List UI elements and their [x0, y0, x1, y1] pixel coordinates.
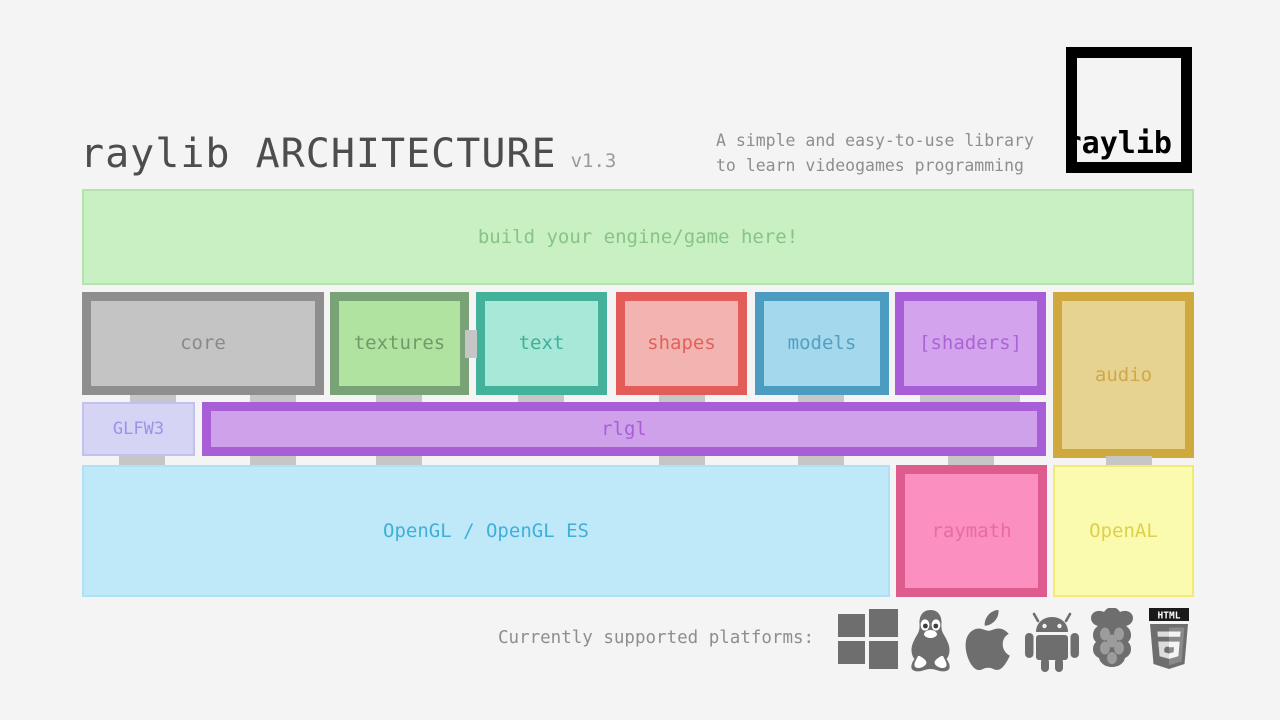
user-layer-label: build your engine/game here! — [477, 225, 799, 248]
android-icon — [1024, 608, 1080, 672]
page-title: raylib ARCHITECTURE v1.3 — [80, 131, 616, 177]
html5-icon: HTML — [1142, 608, 1196, 672]
module-opengl-label: OpenGL / OpenGL ES — [383, 519, 589, 542]
module-audio[interactable]: audio — [1053, 292, 1194, 458]
tagline-line-2: to learn videogames programming — [716, 156, 1024, 175]
user-layer-block: build your engine/game here! — [82, 189, 1194, 285]
module-opengl[interactable]: OpenGL / OpenGL ES — [82, 465, 890, 597]
module-rlgl[interactable]: rlgl — [202, 402, 1046, 456]
tagline: A simple and easy-to-use library to lear… — [716, 128, 1061, 178]
module-textures-label: textures — [353, 332, 446, 355]
connector-textures-text — [465, 330, 477, 358]
module-text[interactable]: text — [476, 292, 607, 395]
module-glfw3[interactable]: GLFW3 — [82, 402, 195, 456]
module-rlgl-label: rlgl — [601, 417, 647, 440]
module-glfw3-label: GLFW3 — [112, 418, 165, 439]
module-textures[interactable]: textures — [330, 292, 469, 395]
tagline-line-1: A simple and easy-to-use library — [716, 131, 1034, 150]
module-raymath-label: raymath — [931, 519, 1012, 542]
module-openal[interactable]: OpenAL — [1053, 465, 1194, 597]
module-shapes[interactable]: shapes — [616, 292, 747, 395]
platforms-label: Currently supported platforms: — [498, 628, 815, 648]
module-shapes-label: shapes — [647, 332, 716, 355]
module-models[interactable]: models — [755, 292, 889, 395]
windows-icon — [838, 608, 898, 670]
module-text-label: text — [518, 332, 565, 355]
module-openal-label: OpenAL — [1089, 519, 1158, 542]
module-raymath[interactable]: raymath — [896, 465, 1047, 597]
linux-tux-icon — [903, 608, 958, 672]
logo-text: raylib — [1063, 126, 1172, 161]
module-shaders[interactable]: [shaders] — [895, 292, 1046, 395]
svg-text:HTML: HTML — [1158, 611, 1181, 622]
apple-icon — [962, 608, 1016, 672]
title-text: raylib ARCHITECTURE — [80, 131, 557, 177]
raspberry-pi-icon — [1084, 608, 1140, 672]
module-core-label: core — [180, 332, 226, 355]
version-label: v1.3 — [570, 150, 617, 172]
module-models-label: models — [787, 332, 857, 355]
module-shaders-label: [shaders] — [919, 332, 1022, 355]
module-audio-label: audio — [1094, 363, 1153, 386]
raylib-logo: raylib — [1063, 47, 1192, 173]
module-core[interactable]: core — [82, 292, 324, 395]
